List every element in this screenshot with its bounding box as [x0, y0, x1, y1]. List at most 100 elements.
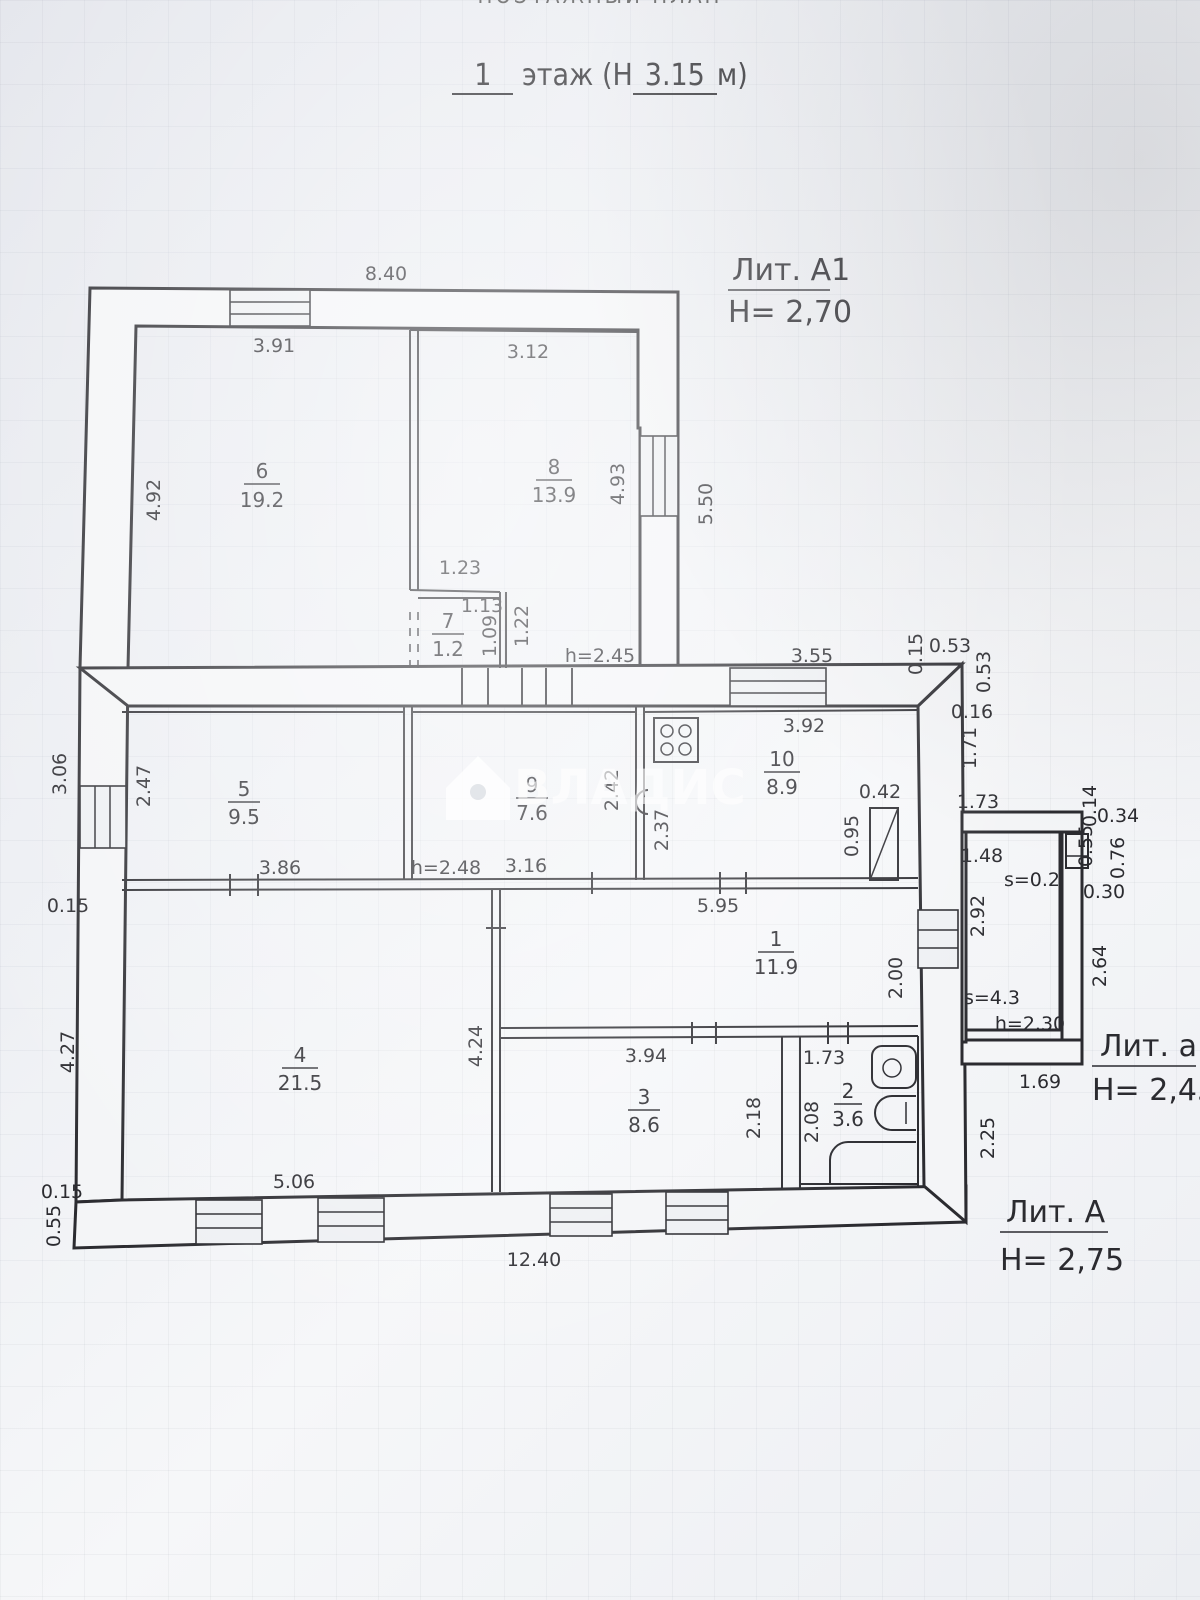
block-label-A1: Лит. А1 H= 2,70 [728, 253, 852, 330]
room-area: 1.2 [432, 637, 464, 661]
dim-1-48: 1.48 [961, 845, 1003, 867]
dim-r8-height: 4.93 [607, 463, 629, 505]
room-3: 3 8.6 [628, 1085, 660, 1137]
dim-r7-width: 1.13 [461, 595, 503, 617]
block-height: H= 2,45 [1092, 1073, 1200, 1108]
bathtub-icon [829, 1141, 916, 1184]
block-lit: Лит. а [1100, 1029, 1197, 1064]
room-number: 8 [548, 455, 561, 479]
dim-r4-height: 4.24 [465, 1025, 487, 1067]
dim-bottom-total: 12.40 [507, 1249, 561, 1271]
dim-r10-width: 3.92 [783, 715, 825, 737]
dim-0-55-b: 0.55 [43, 1205, 65, 1247]
room-area: 19.2 [240, 488, 285, 512]
room-number: 7 [442, 609, 455, 633]
dim-h-2-30: h=2.30 [995, 1013, 1065, 1035]
window [317, 1197, 385, 1243]
dim-0-15-a: 0.15 [905, 633, 927, 675]
watermark-logo: ВЛАДИС [446, 756, 746, 820]
room-number: 5 [238, 777, 251, 801]
dim-1-71: 1.71 [959, 727, 981, 769]
dim-r2-height: 2.08 [801, 1101, 823, 1143]
watermark-text: ВЛАДИС [514, 760, 746, 816]
dim-0-16: 0.16 [951, 701, 993, 723]
room-7: 7 1.2 [432, 609, 464, 661]
window [665, 1191, 729, 1235]
dim-s-4-3: s=4.3 [964, 987, 1020, 1009]
room-area: 21.5 [278, 1071, 323, 1095]
dim-2-64: 2.64 [1089, 945, 1111, 987]
dim-0-34: 0.34 [1097, 805, 1139, 827]
room-number: 10 [769, 747, 794, 771]
dim-a1-right: 5.50 [695, 483, 717, 525]
dim-2-25: 2.25 [977, 1117, 999, 1159]
window [195, 1199, 263, 1245]
room-number: 6 [256, 459, 269, 483]
dim-0-76: 0.76 [1107, 837, 1129, 879]
dim-r6-height: 4.92 [143, 479, 165, 521]
dim-0-30: 0.30 [1083, 881, 1125, 903]
room-2: 2 3.6 [832, 1079, 864, 1131]
dim-r3-width: 3.94 [625, 1045, 667, 1067]
dim-2-92: 2.92 [967, 895, 989, 937]
toilet-icon [871, 1045, 917, 1089]
dim-corridor-window: 3.55 [791, 645, 833, 667]
window [639, 435, 679, 517]
dim-0-53-a: 0.53 [929, 635, 971, 657]
dim-0-15-b: 0.15 [47, 895, 89, 917]
window [729, 667, 827, 707]
dim-r7-top: 1.23 [439, 557, 481, 579]
window [549, 1193, 613, 1237]
room-number: 4 [294, 1043, 307, 1067]
dim-r5-height: 2.47 [133, 765, 155, 807]
room-area: 8.6 [628, 1113, 660, 1137]
room-area: 8.9 [766, 775, 798, 799]
washbasin-icon [874, 1095, 916, 1131]
window [917, 909, 959, 969]
dim-left-4-27: 4.27 [57, 1031, 79, 1073]
room-area: 3.6 [832, 1107, 864, 1131]
dim-1-73-a: 1.73 [957, 791, 999, 813]
heater-icon [869, 807, 899, 881]
dim-r7-right: 1.22 [511, 605, 533, 647]
room-number: 3 [638, 1085, 651, 1109]
dim-s-0-2: s=0.2 [1004, 869, 1060, 891]
dim-r4-width: 5.06 [273, 1171, 315, 1193]
dim-top-total: 8.40 [365, 263, 407, 285]
window [79, 785, 127, 849]
block-lit: Лит. А1 [732, 253, 850, 288]
block-label-a: Лит. а H= 2,45 [1092, 1029, 1200, 1108]
dim-r1-height: 2.00 [885, 957, 907, 999]
room-5: 5 9.5 [228, 777, 260, 829]
block-height: H= 2,70 [728, 295, 852, 330]
dim-0-53-b: 0.53 [973, 651, 995, 693]
dim-0-15-c: 0.15 [41, 1181, 83, 1203]
room-10: 10 8.9 [764, 747, 800, 799]
room-4: 4 21.5 [278, 1043, 323, 1095]
dim-h-2-48: h=2.48 [411, 857, 481, 879]
dim-r7-side: 1.09 [479, 615, 501, 657]
room-area: 13.9 [532, 483, 577, 507]
room-area: 9.5 [228, 805, 260, 829]
dim-r2-width: 1.73 [803, 1047, 845, 1069]
stove-icon [653, 717, 699, 763]
dim-r6-width: 3.91 [253, 335, 295, 357]
dim-r5-width: 3.86 [259, 857, 301, 879]
room-8: 8 13.9 [532, 455, 577, 507]
dim-r3-height: 2.18 [743, 1097, 765, 1139]
block-label-A: Лит. А H= 2,75 [1000, 1195, 1124, 1278]
dim-h-a1: h=2.45 [565, 645, 635, 667]
block-lit: Лит. А [1006, 1195, 1106, 1230]
dim-r8-width: 3.12 [507, 341, 549, 363]
dim-0-42: 0.42 [859, 781, 901, 803]
dim-r1-width: 5.95 [697, 895, 739, 917]
dim-0-55: 0.55 [1075, 825, 1097, 867]
room-1: 1 11.9 [754, 927, 799, 979]
room-6: 6 19.2 [240, 459, 285, 512]
room-number: 2 [842, 1079, 855, 1103]
dim-left-3-06: 3.06 [49, 753, 71, 795]
room-number: 1 [770, 927, 783, 951]
dim-r9-width: 3.16 [505, 855, 547, 877]
room-area: 11.9 [754, 955, 799, 979]
